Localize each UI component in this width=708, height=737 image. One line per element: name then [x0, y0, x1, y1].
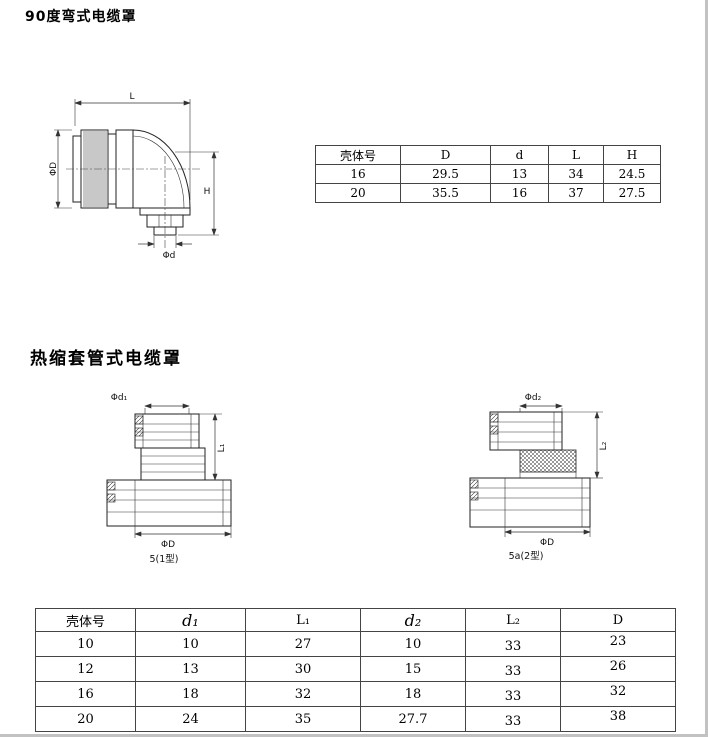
- table-cell: 35.5: [400, 183, 491, 203]
- elbow-connector-drawing: L ΦD H Φd: [49, 92, 219, 261]
- dim-label-L1: L₁: [217, 443, 227, 452]
- table-cell: 18: [360, 681, 466, 707]
- tube-section: [489, 411, 563, 451]
- figure-caption-type1: 5(1型): [149, 554, 178, 565]
- table-cell: 27: [245, 631, 361, 657]
- column-header: d: [490, 145, 549, 165]
- column-header: D: [560, 608, 676, 632]
- table-cell: 35: [245, 706, 361, 732]
- column-header: D: [400, 145, 491, 165]
- column-header: H: [603, 145, 661, 165]
- table-cell: 23: [560, 631, 676, 657]
- flange-section: [469, 477, 591, 528]
- dim-label-H: H: [204, 187, 211, 197]
- flange-hatch: [106, 493, 116, 503]
- table-cell: 24: [135, 706, 246, 732]
- table-cell: 33: [465, 656, 561, 682]
- table-cell: 32: [245, 681, 361, 707]
- table-cell: 12: [35, 656, 136, 682]
- column-header: L₂: [465, 608, 561, 632]
- table-cell: 16: [490, 183, 549, 203]
- table-cell: 10: [135, 631, 246, 657]
- column-header: 壳体号: [315, 145, 401, 165]
- sleeve-hatch: [134, 415, 144, 425]
- table-cell: 32: [560, 681, 676, 707]
- column-header: L: [548, 145, 604, 165]
- table-cell: 33: [465, 631, 561, 657]
- column-header: L₁: [245, 608, 361, 632]
- dim-label-phid1: Φd₁: [111, 393, 128, 403]
- table-cell: 29.5: [400, 164, 491, 184]
- table-cell: 16: [35, 681, 136, 707]
- table-cell: 20: [35, 706, 136, 732]
- sleeve-section: [134, 413, 200, 449]
- heatshrink-type2-drawing: Φd₂ L₂ ΦD 5a(2型): [469, 393, 609, 562]
- dim-label-L2: L₂: [599, 441, 609, 450]
- table-cell: 15: [360, 656, 466, 682]
- flange-hatch: [469, 479, 479, 489]
- heatshrink-type1-drawing: Φd₁ L₁ ΦD 5(1型): [106, 393, 232, 565]
- table-cell: 24.5: [603, 164, 661, 184]
- dim-label-phiD-type1: ΦD: [161, 540, 175, 550]
- flange-hatch: [106, 481, 116, 491]
- dim-label-phid: Φd: [163, 251, 176, 261]
- table-cell: 27.7: [360, 706, 466, 732]
- elbow-bend-inner-line: [132, 135, 185, 209]
- column-header: d₂: [360, 608, 466, 632]
- table-cell: 37: [548, 183, 604, 203]
- dim-label-phid2: Φd₂: [525, 393, 542, 403]
- dim-label-L: L: [129, 92, 134, 102]
- tube-hatch: [489, 413, 499, 423]
- table-cell: 20: [315, 183, 401, 203]
- section-title-heatshrink: 热缩套管式电缆罩: [30, 349, 182, 369]
- table-cell: 13: [135, 656, 246, 682]
- table-cell: 33: [465, 706, 561, 732]
- section-title-90deg: 90度弯式电缆罩: [25, 9, 137, 25]
- table-cell: 10: [35, 631, 136, 657]
- table-cell: 13: [490, 164, 549, 184]
- table-cell: 27.5: [603, 183, 661, 203]
- table-cell: 16: [315, 164, 401, 184]
- figure-caption-type2: 5a(2型): [509, 551, 544, 562]
- table-cell: 33: [465, 681, 561, 707]
- table-cell: 10: [360, 631, 466, 657]
- table-cell: 34: [548, 164, 604, 184]
- flange-section: [106, 479, 232, 527]
- table-cell: 18: [135, 681, 246, 707]
- knurl-band: [519, 449, 577, 473]
- dim-label-phiD-type2: ΦD: [540, 538, 554, 548]
- table-cell: 38: [560, 706, 676, 732]
- table-cell: 30: [245, 656, 361, 682]
- tube-hatch: [489, 425, 499, 435]
- dim-label-phiD: ΦD: [49, 162, 59, 176]
- flange-hatch: [469, 491, 479, 501]
- column-header: 壳体号: [35, 608, 136, 632]
- column-header: d₁: [135, 608, 246, 632]
- table-cell: 26: [560, 656, 676, 682]
